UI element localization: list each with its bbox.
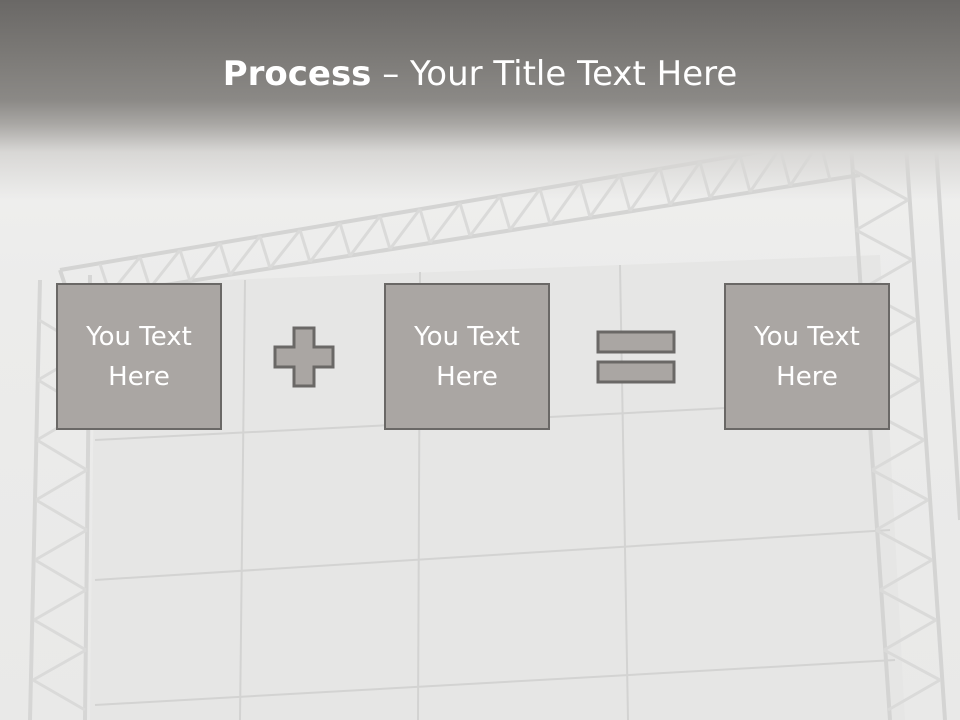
title-band [0,0,960,200]
plus-icon [273,326,335,388]
title-bold: Process [222,54,372,94]
text-box-3-label: You Text Here [754,321,860,392]
equals-icon [596,330,676,384]
text-box-1-label: You Text Here [86,321,192,392]
text-box-2-label: You Text Here [414,321,520,392]
title-rest: – Your Title Text Here [371,54,738,94]
text-box-3[interactable]: You Text Here [724,283,890,430]
text-box-2[interactable]: You Text Here [384,283,550,430]
slide-title: Process – Your Title Text Here [0,52,960,96]
text-box-1[interactable]: You Text Here [56,283,222,430]
